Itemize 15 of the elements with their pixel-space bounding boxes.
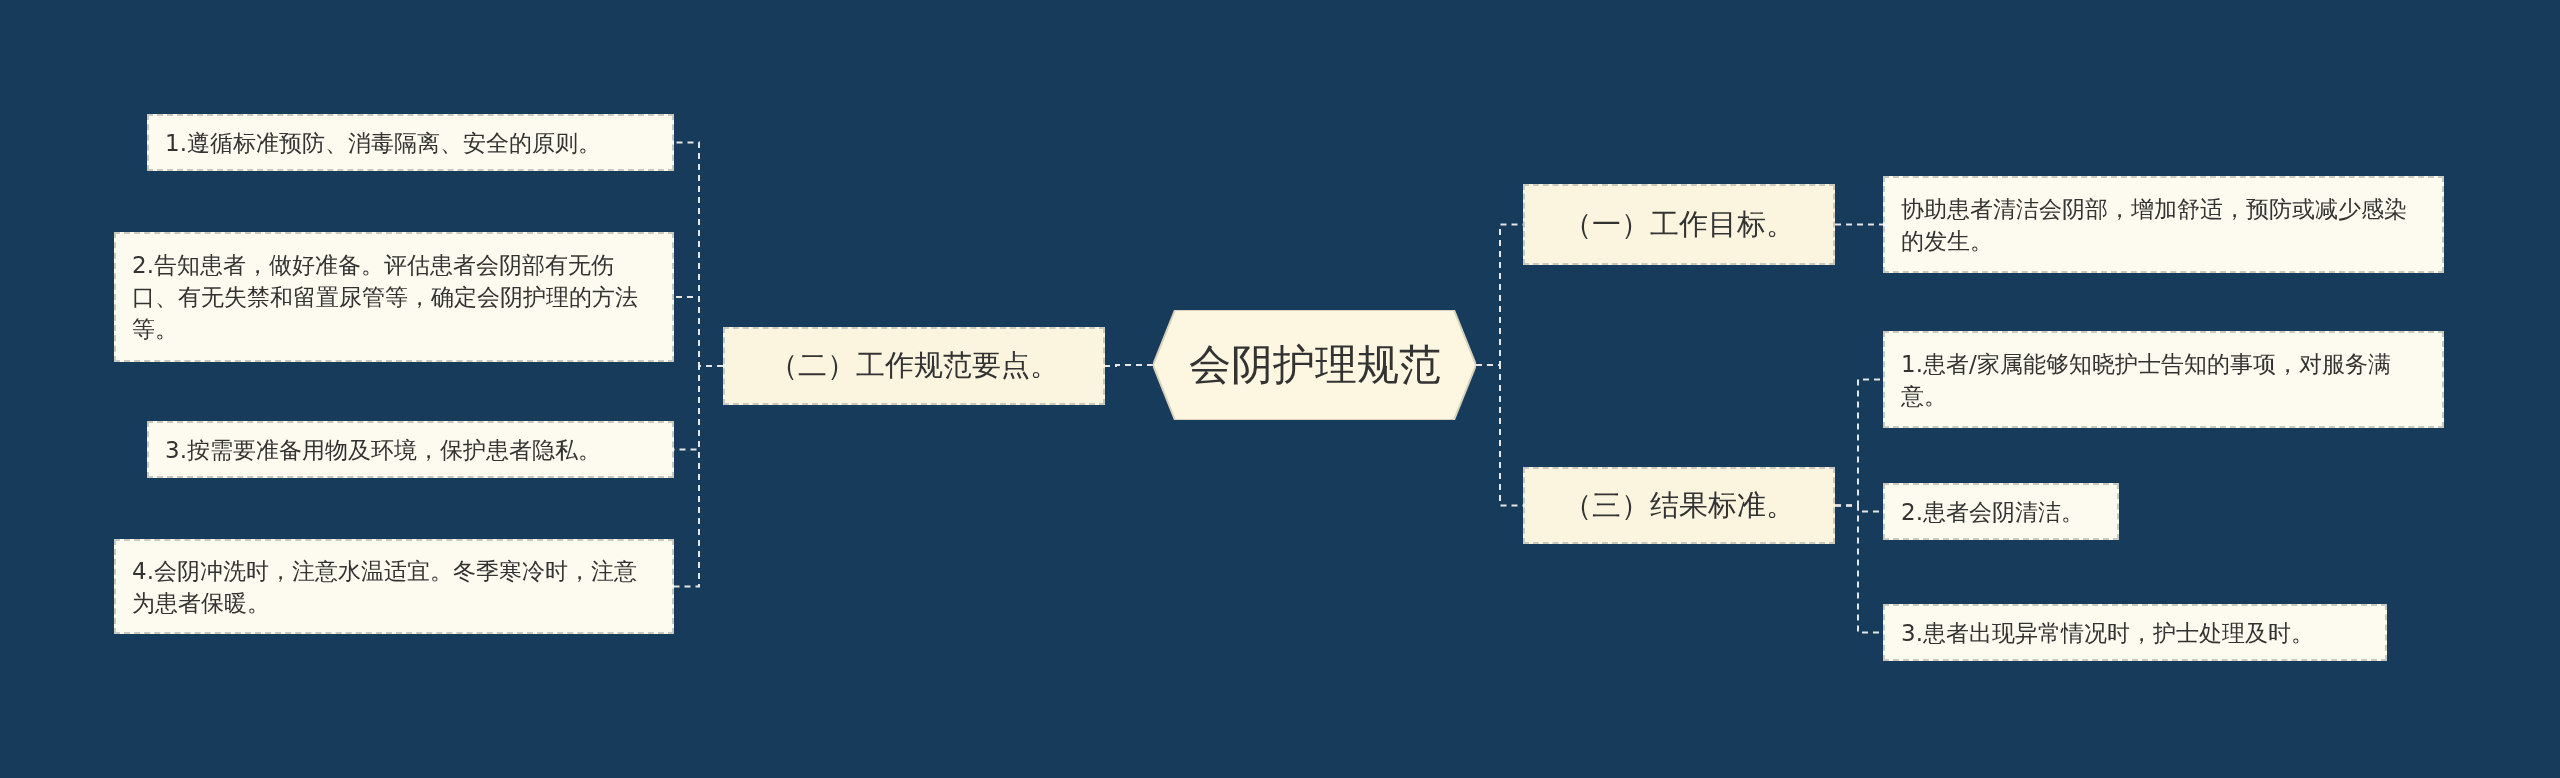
connector-line [1834,223,1884,226]
subtopic-box: 2.告知患者，做好准备。评估患者会阴部有无伤口、有无失禁和留置尿管等，确定会阴护理的方法等。 [114,232,674,362]
topic-box: （一）工作目标。 [1523,184,1835,265]
central-topic-hexagon: 会阴护理规范 [1153,310,1476,420]
subtopic-box: 协助患者清洁会阴部，增加舒适，预防或减少感染的发生。 [1883,176,2444,273]
subtopic-box: 3.按需要准备用物及环境，保护患者隐私。 [147,421,674,478]
connector-line [673,365,724,588]
subtopic-box: 4.会阴冲洗时，注意水温适宜。冬季寒冷时，注意为患者保暖。 [114,539,674,634]
connector-line [1104,364,1154,367]
subtopic-box: 3.患者出现异常情况时，护士处理及时。 [1883,604,2387,661]
topic-box: （三）结果标准。 [1523,467,1835,544]
subtopic-box: 2.患者会阴清洁。 [1883,483,2119,540]
subtopic-box: 1.患者/家属能够知晓护士告知的事项，对服务满意。 [1883,331,2444,428]
topic-box: （二）工作规范要点。 [723,327,1105,405]
subtopic-box: 1.遵循标准预防、消毒隔离、安全的原则。 [147,114,674,171]
